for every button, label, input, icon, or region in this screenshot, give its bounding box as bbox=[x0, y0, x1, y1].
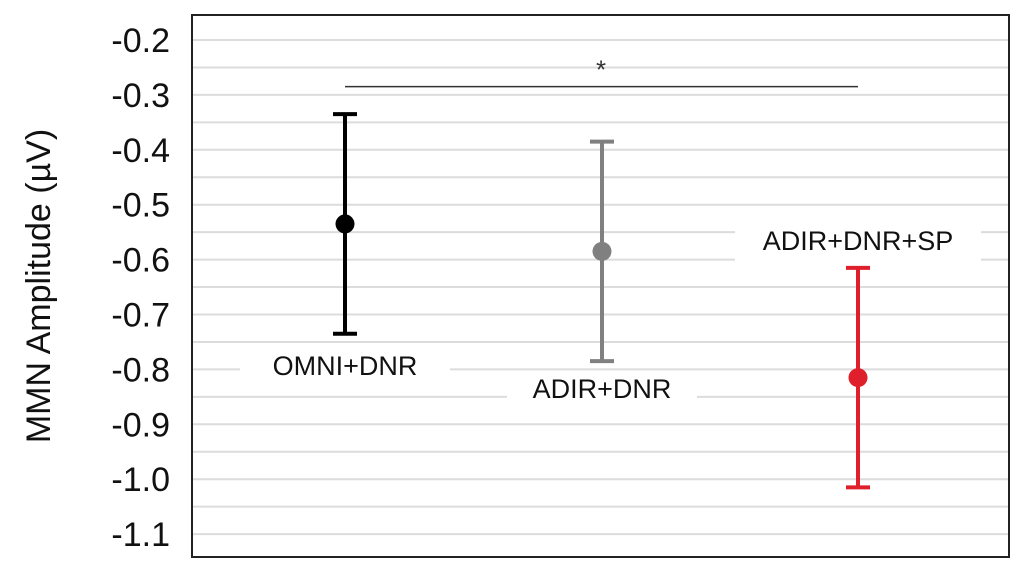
mean-point bbox=[335, 214, 355, 234]
series-omni-dnr: OMNI+DNR bbox=[240, 112, 450, 386]
y-tick-label: -1.0 bbox=[111, 461, 170, 499]
y-axis-label: MMN Amplitude (µV) bbox=[20, 129, 58, 443]
y-tick-label: -1.1 bbox=[111, 516, 170, 554]
significance-star: * bbox=[596, 55, 606, 85]
y-tick-label: -0.8 bbox=[111, 351, 170, 389]
y-tick-label: -0.9 bbox=[111, 406, 170, 444]
mean-point bbox=[592, 241, 612, 261]
series-adir-dnr-sp: ADIR+DNR+SP bbox=[735, 223, 981, 490]
significance-bracket: * bbox=[345, 55, 858, 88]
series-label: OMNI+DNR bbox=[273, 351, 418, 381]
label-background bbox=[507, 371, 697, 409]
plot-frame bbox=[191, 14, 1010, 558]
y-tick-label: -0.5 bbox=[111, 187, 170, 225]
y-tick-label: -0.2 bbox=[111, 22, 170, 60]
label-background bbox=[240, 348, 450, 386]
label-background bbox=[735, 223, 981, 261]
mean-point bbox=[848, 368, 868, 388]
series-label: ADIR+DNR bbox=[533, 374, 672, 404]
series-points: OMNI+DNR ADIR+DNR ADIR+DNR+SP bbox=[240, 112, 981, 490]
y-tick-label: -0.6 bbox=[111, 242, 170, 280]
y-tick-label: -0.7 bbox=[111, 297, 170, 335]
y-tick-label: -0.3 bbox=[111, 77, 170, 115]
y-tick-label: -0.4 bbox=[111, 132, 170, 170]
y-axis-ticks: -0.2 -0.3 -0.4 -0.5 -0.6 -0.7 -0.8 -0.9 -1.0 -1.1 bbox=[111, 22, 170, 554]
series-adir-dnr: ADIR+DNR bbox=[507, 139, 697, 409]
series-label: ADIR+DNR+SP bbox=[763, 226, 954, 256]
